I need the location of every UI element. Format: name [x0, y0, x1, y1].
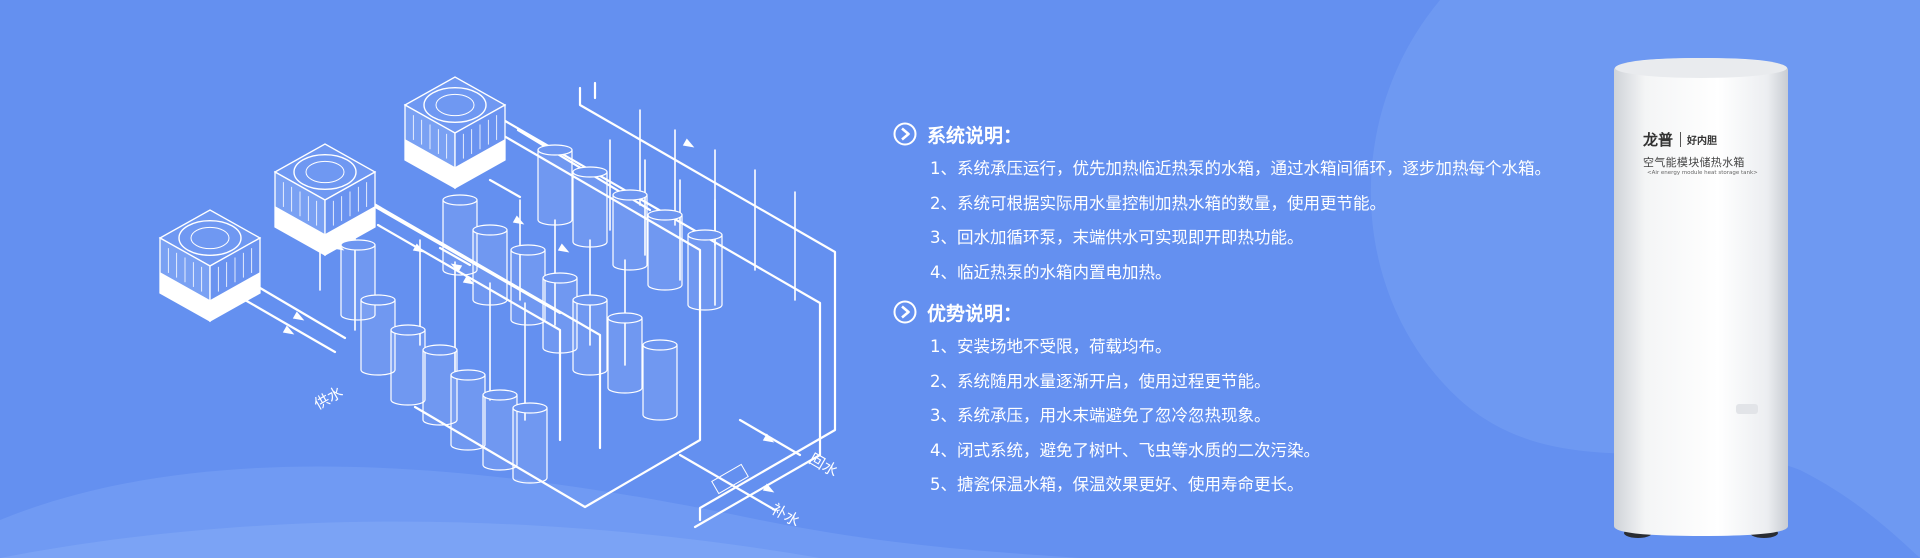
tank-badge: 好内胆: [1680, 131, 1717, 147]
system-list: 1、系统承压运行，优先加热临近热泵的水箱，通过水箱间循环，逐步加热每个水箱。 2、…: [893, 152, 1633, 290]
water-tank-icon: [422, 344, 458, 426]
tank-product-name: 空气能模块储热水箱: [1643, 156, 1745, 169]
water-tanks: [340, 144, 723, 484]
tank-brand: 龙普: [1643, 130, 1674, 149]
product-tank-image: [1614, 58, 1788, 538]
pipe: [678, 453, 777, 512]
advantages-item: 2、系统随用水量逐渐开启，使用过程更节能。: [930, 371, 1271, 391]
label-makeup: 补水: [768, 500, 803, 531]
water-tank-icon: [642, 339, 678, 421]
tank-body: [1614, 58, 1788, 536]
water-tank-icon: [537, 144, 573, 226]
tank-side-port: [1736, 404, 1758, 414]
pipe: [370, 203, 562, 315]
flow-arrow-icon: [450, 263, 463, 273]
makeup-tag: [711, 463, 749, 495]
flow-arrow-icon: [762, 483, 775, 493]
label-supply: 供水: [311, 383, 346, 414]
makeup-tag-box: [711, 463, 749, 495]
system-section-title: 系统说明：: [927, 124, 1023, 147]
flow-arrow-icon: [682, 138, 695, 148]
water-tank-icon: [542, 272, 578, 354]
advantages-item: 1、安装场地不受限，荷载均布。: [930, 337, 1172, 356]
background-wave-bottom-2: [0, 521, 820, 558]
water-tank-icon: [482, 389, 518, 471]
system-item: 4、临近热泵的水箱内置电加热。: [930, 262, 1172, 282]
water-tank-icon: [360, 294, 396, 376]
flow-arrow-icon: [292, 311, 305, 321]
info-panel: 系统说明： 1、系统承压运行，优先加热临近热泵的水箱，通过水箱间循环，逐步加热每…: [893, 116, 1633, 503]
system-section-header: 系统说明：: [893, 116, 1633, 152]
flow-arrows: [282, 138, 775, 493]
pipe: [438, 246, 472, 267]
water-tank-icon: [510, 244, 546, 326]
flow-arrow-icon: [462, 275, 475, 285]
flow-arrow-icon: [762, 433, 775, 443]
advantages-section-header: 优势说明：: [893, 294, 1633, 330]
flow-arrow-icon: [282, 325, 295, 335]
flow-arrow-icon: [512, 215, 525, 225]
advantages-item: 5、搪瓷保温水箱，保温效果更好、使用寿命更长。: [930, 475, 1304, 494]
flow-arrow-icon: [557, 243, 570, 253]
flow-arrow-icon: [412, 243, 425, 253]
air-source-heat-pump-icon: [403, 76, 507, 190]
circle-arrow-right-icon: [893, 122, 917, 146]
water-tank-icon: [647, 209, 683, 291]
water-tank-icon: [472, 224, 508, 306]
water-tank-icon: [442, 194, 478, 276]
advantages-item: 4、闭式系统，避免了树叶、飞虫等水质的二次污染。: [930, 440, 1320, 460]
system-item: 2、系统可根据实际用水量控制加热水箱的数量，使用更节能。: [930, 193, 1386, 213]
pipe: [578, 86, 837, 522]
water-tank-icon: [450, 369, 486, 451]
pipe: [413, 120, 702, 509]
air-source-heat-pump-icon: [158, 209, 262, 323]
system-item: 1、系统承压运行，优先加热临近热泵的水箱，通过水箱间循环，逐步加热每个水箱。: [930, 159, 1551, 178]
pipe: [253, 283, 347, 340]
background-wave-bottom: [0, 466, 1080, 558]
pipe: [243, 298, 337, 354]
tank-product-subtitle: <Air energy module heat storage tank>: [1647, 170, 1758, 176]
water-tank-icon: [572, 294, 608, 376]
pipe: [376, 223, 562, 442]
system-item: 3、回水加循环泵，末端供水可实现即开即热功能。: [930, 228, 1304, 247]
water-tank-icon: [607, 312, 643, 394]
tank-logo: 龙普 好内胆: [1643, 124, 1763, 154]
advantages-section-title: 优势说明：: [927, 302, 1023, 325]
pipe: [348, 188, 602, 450]
water-tank-icon: [390, 324, 426, 406]
advantages-item: 3、系统承压，用水末端避免了忽冷忽热现象。: [930, 406, 1271, 425]
water-tank-icon: [512, 402, 548, 484]
circle-arrow-right-icon: [893, 300, 917, 324]
water-tank-icon: [612, 189, 648, 271]
water-tank-icon: [687, 229, 723, 311]
flow-arrow-icon: [332, 241, 345, 251]
pipe: [488, 178, 522, 199]
label-return: 回水: [806, 450, 841, 481]
advantages-list: 1、安装场地不受限，荷载均布。 2、系统随用水量逐渐开启，使用过程更节能。 3、系统…: [893, 330, 1633, 503]
air-source-heat-pump-icon: [273, 143, 377, 257]
tank-top: [1615, 58, 1787, 78]
heat-pump-units: [158, 76, 507, 323]
water-tank-icon: [572, 166, 608, 248]
